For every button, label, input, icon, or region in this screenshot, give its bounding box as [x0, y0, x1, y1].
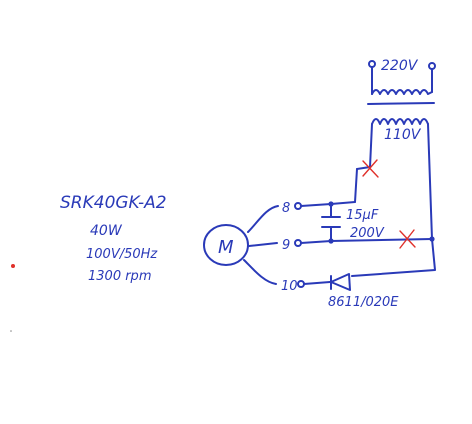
transformer-core: [367, 102, 435, 105]
capacitor-capacitance-label: 15µF: [346, 208, 379, 223]
stray-speck: [10, 330, 12, 332]
wire-down-to-8: [354, 168, 358, 203]
lead-9: [248, 242, 278, 247]
cut-mark-right: [399, 229, 416, 249]
lead-8: [247, 205, 279, 233]
motor-m-label: M: [218, 237, 234, 258]
junction-right: [429, 236, 435, 242]
cut-mark-left: [362, 159, 379, 178]
motor-speed-label: 1300 rpm: [88, 269, 151, 284]
capacitor: 15µF 200V: [321, 203, 385, 242]
stray-dot: [11, 264, 15, 268]
wire-terminal-10: [303, 281, 331, 285]
diode-triangle: [330, 273, 351, 291]
capacitor-voltage-label: 200V: [350, 226, 385, 241]
motor-circle: [203, 224, 249, 266]
motor-label-block: SRK40GK-A2 40W 100V/50Hz 1300 rpm: [60, 193, 167, 284]
diode: 8611/020E: [328, 273, 399, 310]
transformer: 220V 110V: [367, 58, 436, 143]
terminal-10-label: 10: [281, 279, 298, 294]
wire-secondary-right: [351, 123, 436, 277]
lead-10: [243, 259, 277, 285]
terminal-block: 8 9 10: [281, 201, 305, 294]
motor-power-label: 40W: [90, 223, 123, 239]
diode-part-label: 8611/020E: [328, 295, 399, 310]
motor-model-label: SRK40GK-A2: [60, 193, 167, 213]
terminal-9-label: 9: [282, 238, 290, 253]
terminal-8-label: 8: [282, 201, 290, 216]
motor-symbol: M: [203, 205, 279, 285]
wiring: [300, 123, 436, 285]
transformer-primary-label: 220V: [381, 58, 419, 74]
capacitor-plates: [321, 216, 341, 228]
secondary-coil: [371, 118, 429, 125]
wire-terminal-8: [300, 201, 356, 207]
primary-leads: [371, 66, 433, 95]
cut-marks: [362, 159, 416, 249]
motor-supply-label: 100V/50Hz: [86, 247, 158, 262]
primary-coil: [371, 89, 433, 95]
transformer-secondary-label: 110V: [384, 127, 422, 143]
